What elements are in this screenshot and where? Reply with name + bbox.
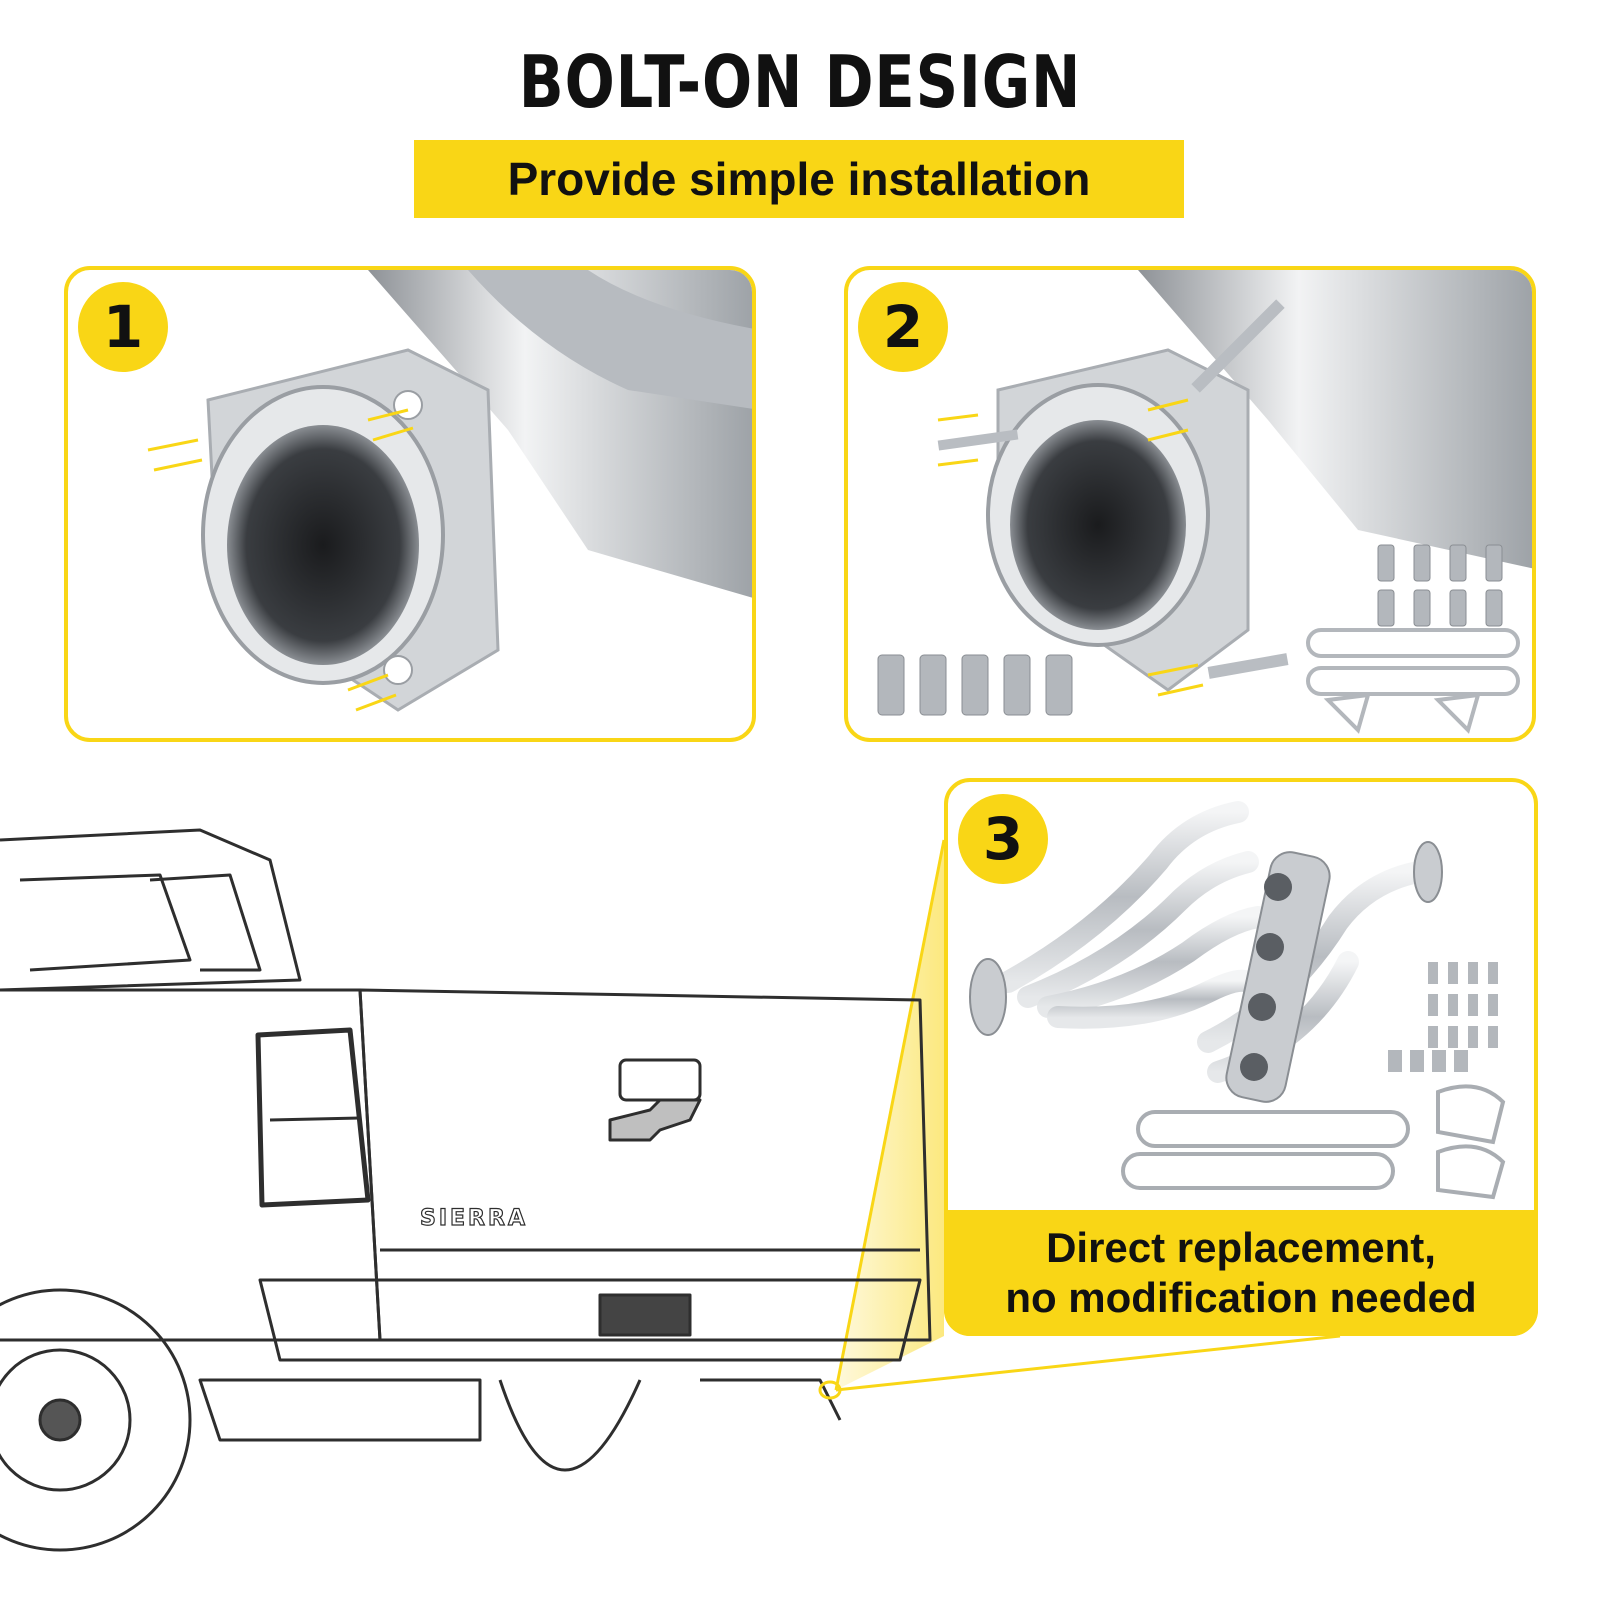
step-1-panel: 1	[64, 266, 756, 742]
step-3-panel: 3	[944, 778, 1538, 1336]
caption-line-1: Direct replacement,	[1046, 1224, 1436, 1271]
truck-model-badge: SIERRA	[420, 1206, 528, 1231]
step-2-badge: 2	[858, 282, 948, 372]
subtitle-banner: Provide simple installation	[414, 140, 1184, 218]
step-3-badge: 3	[958, 794, 1048, 884]
header-flange-illustration	[147, 270, 752, 712]
step-1-badge: 1	[78, 282, 168, 372]
step-3-caption: Direct replacement, no modification need…	[944, 1210, 1538, 1336]
page-title: BOLT-ON DESIGN	[518, 40, 1082, 124]
header-kit-illustration	[969, 801, 1506, 1200]
bolt-installation-illustration	[877, 270, 1532, 734]
step-2-panel: 2	[844, 266, 1536, 742]
subtitle-text: Provide simple installation	[507, 153, 1091, 205]
pickup-truck-illustration: SIERRA	[0, 828, 932, 1552]
caption-line-2: no modification needed	[1005, 1274, 1477, 1321]
